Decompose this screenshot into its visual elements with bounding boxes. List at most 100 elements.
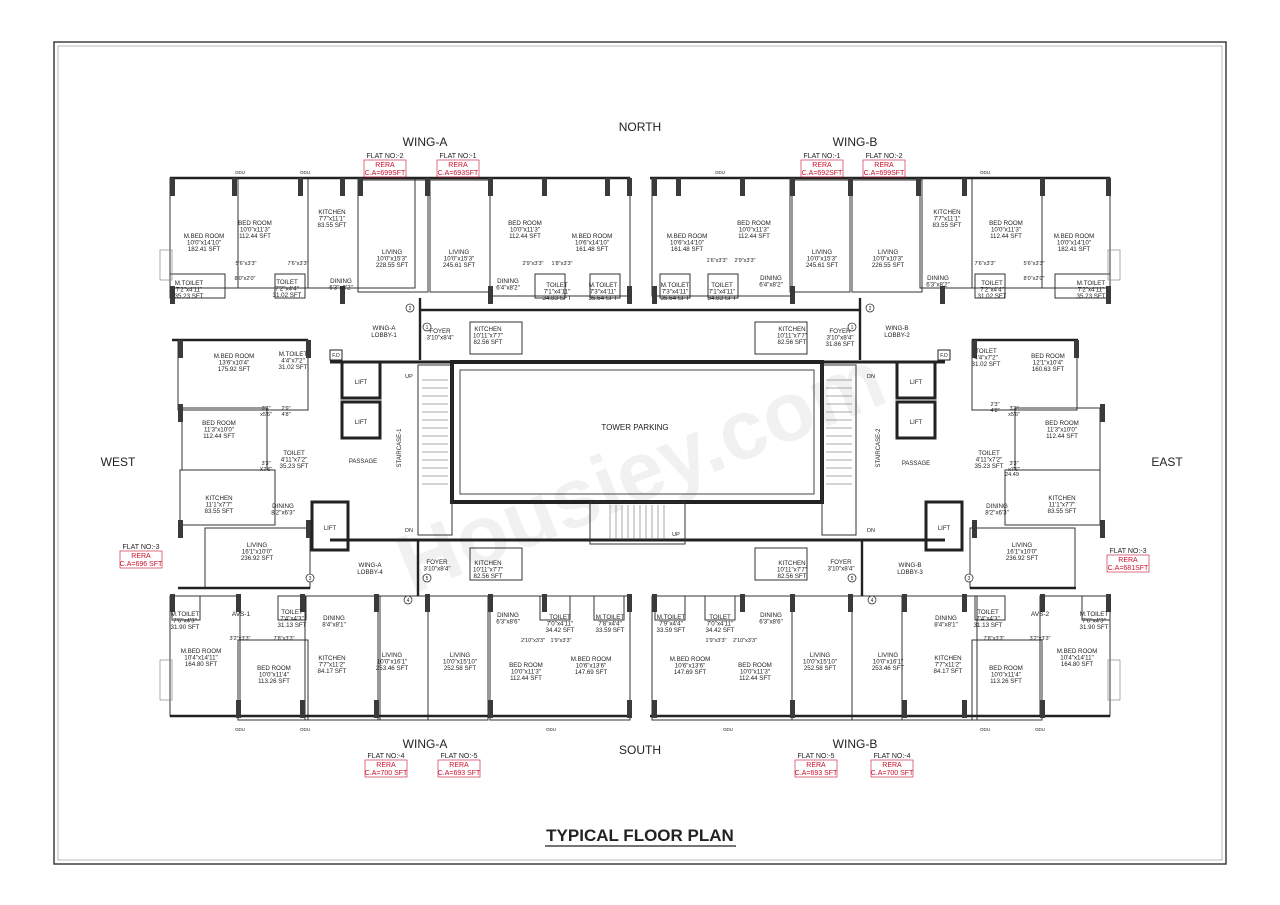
column bbox=[488, 286, 493, 304]
column bbox=[962, 178, 967, 196]
column bbox=[374, 700, 379, 718]
door-marker-number: 1 bbox=[426, 325, 429, 331]
wall bbox=[901, 595, 978, 721]
column bbox=[170, 594, 175, 612]
structure-layer bbox=[159, 176, 1121, 721]
column bbox=[488, 700, 493, 718]
column bbox=[902, 594, 907, 612]
rera-label: RERA bbox=[449, 762, 469, 769]
carpet-area: C.A=693 SFT bbox=[438, 770, 481, 777]
rera-box bbox=[364, 759, 408, 778]
wall bbox=[304, 595, 381, 721]
dimension-label: 2'10"x3'3" bbox=[733, 638, 757, 644]
wall bbox=[593, 595, 625, 621]
door-marker-circle bbox=[405, 303, 415, 313]
flat-number: FLAT NO:-5 bbox=[797, 753, 834, 760]
wall bbox=[274, 273, 306, 299]
fire-duct bbox=[937, 349, 951, 361]
odu-label: ODU bbox=[723, 727, 733, 732]
column bbox=[652, 286, 657, 304]
dimension-label: 3'3"X7'6" bbox=[260, 461, 273, 473]
flat-number: FLAT NO:-2 bbox=[366, 153, 403, 160]
wall bbox=[357, 179, 429, 293]
dimension-labels: 5'6"x3'3"7'6"x3'3"8'0"x2'0"2'9"x3'3"1'8"… bbox=[230, 258, 1051, 644]
tower-parking-label: TOWER PARKING bbox=[601, 423, 668, 432]
column bbox=[236, 700, 241, 718]
wall bbox=[429, 179, 491, 293]
dimension-label: 3'2"x3'3" bbox=[230, 636, 251, 642]
column bbox=[790, 286, 795, 304]
wall bbox=[534, 273, 566, 299]
rera-label: RERA bbox=[882, 762, 902, 769]
wall bbox=[179, 469, 276, 526]
dimension-label: 1'9"x3'3" bbox=[551, 638, 572, 644]
flat-number: FLAT NO:-2 bbox=[865, 153, 902, 160]
drawing-title: TYPICAL FLOOR PLAN bbox=[546, 826, 734, 845]
flat-number: FLAT NO:-1 bbox=[803, 153, 840, 160]
column bbox=[790, 178, 795, 196]
rera-box bbox=[794, 759, 838, 778]
fire-duct-label: F.D bbox=[332, 353, 340, 359]
column bbox=[1040, 178, 1045, 196]
column bbox=[740, 594, 745, 612]
dimension-label: 24.49 bbox=[1005, 472, 1019, 478]
wing-a-north-label: WING-A bbox=[403, 135, 448, 149]
column bbox=[962, 700, 967, 718]
balcony bbox=[159, 249, 173, 281]
lift-shaft bbox=[340, 360, 382, 400]
fire-duct-label: F.D bbox=[940, 353, 948, 359]
column bbox=[488, 594, 493, 612]
carpet-area: C.A=692SFT bbox=[802, 170, 843, 177]
carpet-area: C.A=699SFT bbox=[365, 170, 406, 177]
column bbox=[972, 340, 977, 358]
column bbox=[605, 178, 610, 196]
dimension-label: 2'3"4'8" bbox=[990, 402, 999, 414]
column bbox=[340, 286, 345, 304]
odu-label: ODU bbox=[546, 727, 556, 732]
column bbox=[232, 178, 237, 196]
wall bbox=[427, 595, 489, 721]
rera-label: RERA bbox=[448, 162, 468, 169]
door-marker-number: 3 bbox=[968, 576, 971, 582]
column bbox=[848, 178, 853, 196]
rera-box bbox=[862, 159, 906, 178]
column bbox=[652, 178, 657, 196]
rera-box bbox=[800, 159, 844, 178]
column bbox=[627, 594, 632, 612]
dimension-label: 7'8"x3'3" bbox=[274, 636, 295, 642]
dimension-label: 2'9"x3'3" bbox=[735, 258, 756, 264]
wall bbox=[659, 273, 691, 299]
door-marker-circle bbox=[847, 322, 857, 332]
